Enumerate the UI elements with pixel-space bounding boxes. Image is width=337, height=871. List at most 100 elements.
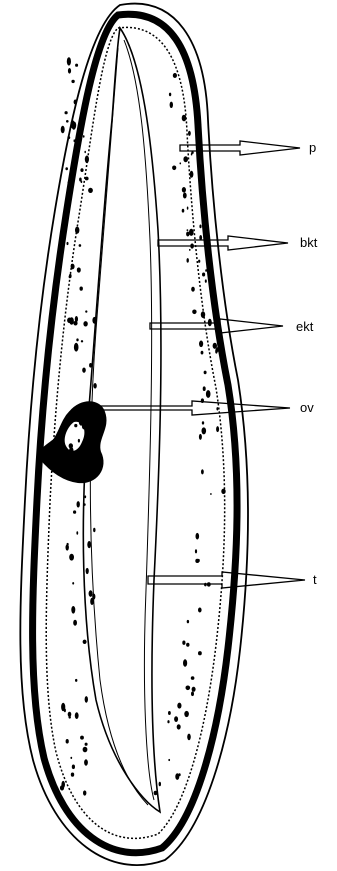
granule [198,651,202,655]
granule [66,544,69,550]
granule [67,242,69,245]
granule [201,469,204,474]
granule [77,501,80,507]
granule [92,594,95,600]
granule [191,153,193,156]
granule [66,120,69,123]
granule [85,177,89,181]
granule [183,193,187,199]
granule [172,166,176,171]
granule [187,229,189,231]
granule [187,734,191,741]
granule [216,407,218,410]
label-bkt: bkt [300,235,318,250]
granule [168,711,171,715]
granule [71,773,74,777]
granule [72,122,76,129]
granule [173,73,177,78]
granule [170,102,173,108]
labels: p bkt ekt ov t [296,140,318,587]
granule [85,310,87,312]
granule [69,274,72,278]
granule [74,343,79,352]
granule [208,275,210,278]
granule [195,549,197,553]
granule [75,712,79,719]
granule [82,368,86,373]
granule [196,533,200,540]
granule [74,139,76,142]
label-t: t [313,572,317,587]
organism-body [20,4,248,865]
granule [186,643,189,647]
granule [182,209,185,213]
granule [206,390,211,398]
granule [199,434,202,440]
pointer-bkt [158,236,288,250]
granule [65,167,68,170]
granule [74,100,77,105]
granule [205,279,207,282]
granule [68,181,70,185]
pointer-t [148,572,305,588]
granule [201,311,205,318]
granule [66,419,70,423]
granule [154,791,158,795]
granule [192,687,196,692]
granule [221,489,225,494]
granule [191,692,194,697]
granule [189,249,191,251]
granule [76,338,78,341]
granule [83,321,87,326]
granule [69,317,74,324]
granule [77,267,81,272]
granule [197,559,199,562]
granule [71,264,75,270]
granule [85,696,88,703]
granule [216,426,219,432]
granule [174,716,178,722]
granule [89,363,92,368]
granule [84,759,88,765]
granule [81,340,83,342]
granule [88,188,93,193]
granule [80,736,84,740]
granule [80,458,82,461]
granule [199,225,201,229]
granule [183,156,188,162]
granule [69,443,73,448]
granule [68,68,71,74]
intestine-inner [124,40,154,800]
granule [89,590,93,597]
granule [76,469,79,472]
granule [213,343,217,349]
granule [92,317,96,324]
granule [216,347,219,352]
label-ekt: ekt [296,319,314,334]
granule [69,716,71,719]
granule [84,503,86,506]
granule [202,273,205,277]
granule [186,686,191,691]
granule [177,724,181,729]
granule [198,260,200,263]
granule [182,187,186,193]
granule [67,57,71,65]
granule [183,659,187,666]
granule [91,432,94,437]
granule [182,641,185,645]
granule [64,709,66,713]
granule [79,418,84,426]
granule [83,747,88,753]
granule [205,269,207,272]
granule [177,703,181,709]
granule [188,131,191,136]
granule [192,310,196,315]
granule [79,244,82,247]
granule [187,620,189,623]
pointer-ov [100,401,290,415]
granule [71,606,75,614]
granule [85,156,89,164]
granule [204,371,207,375]
